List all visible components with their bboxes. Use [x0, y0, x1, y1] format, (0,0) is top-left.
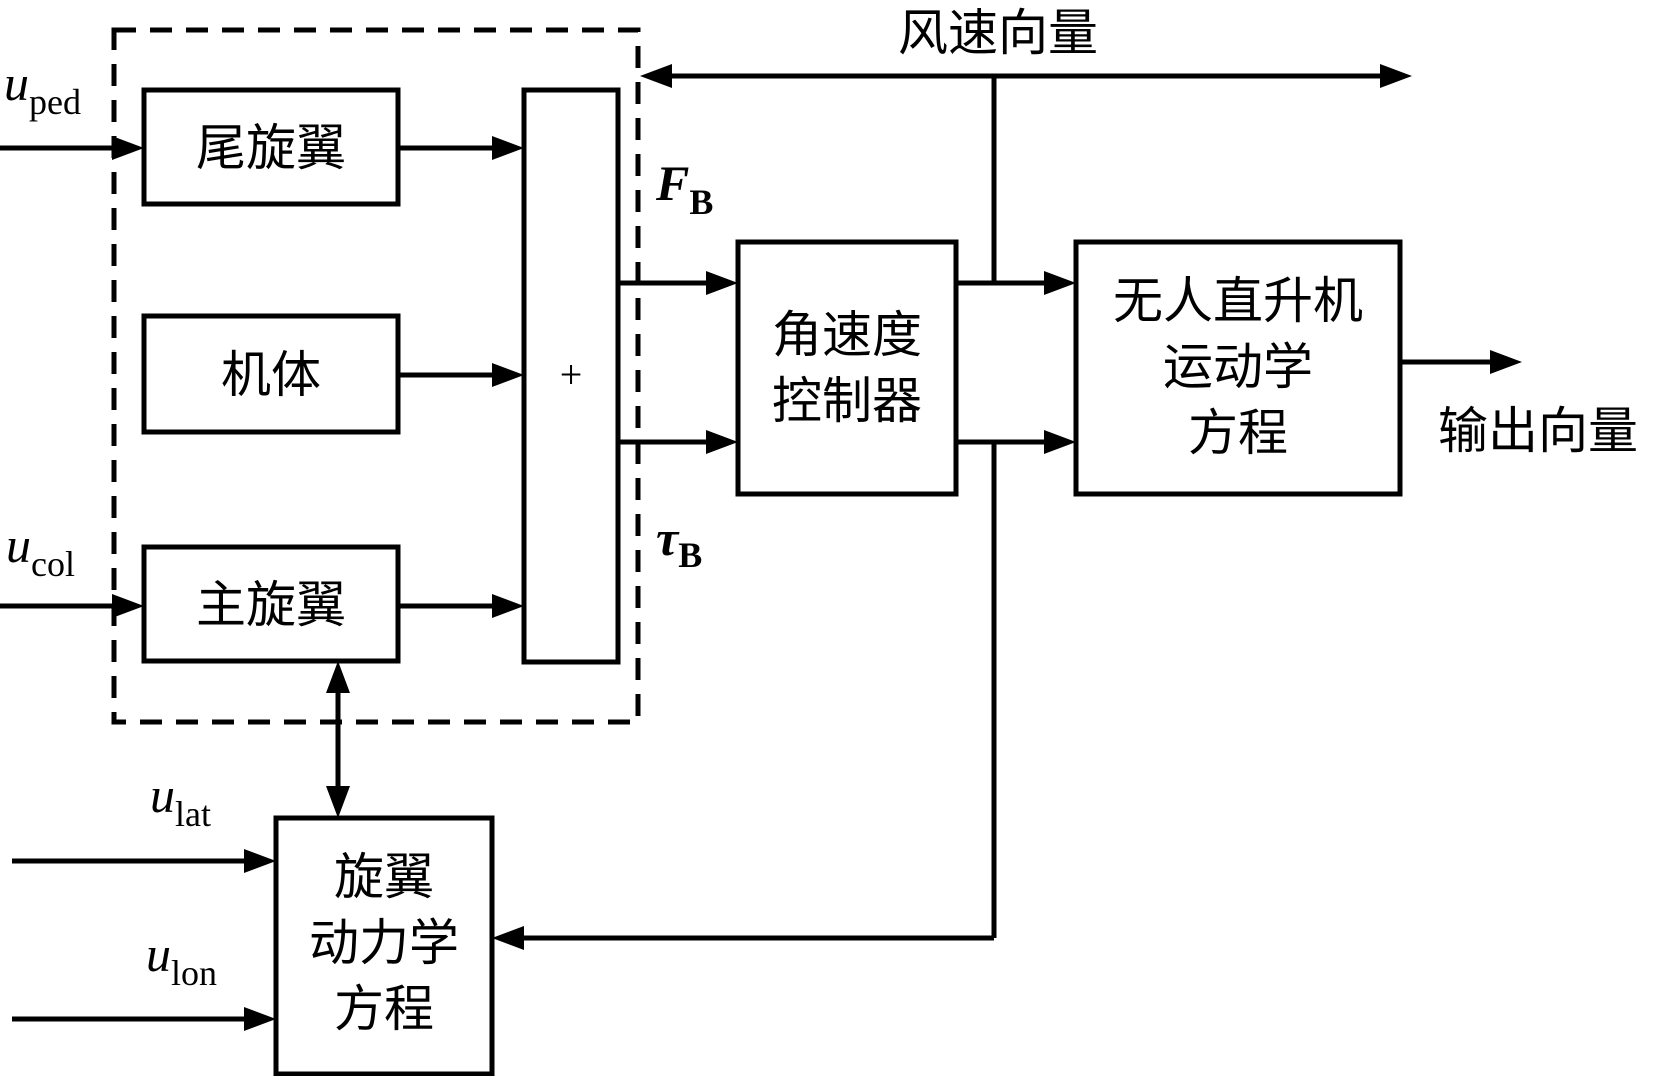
u-lat-label: ulat: [150, 767, 211, 834]
torque-subscript: B: [678, 535, 702, 575]
kinematics-block[interactable]: [1073, 239, 1403, 497]
rotor-coupling-down-arrow-icon: [326, 786, 350, 818]
main-rotor-label: 主旋翼: [196, 576, 346, 634]
controller-to-kinematics-bottom-arrow-icon: [1044, 430, 1076, 454]
u-lat-base: u: [150, 767, 175, 823]
force-subscript: B: [689, 182, 713, 222]
svg-text:FB: FB: [655, 155, 713, 222]
fuselage-to-summer-arrow-icon: [492, 363, 524, 387]
u-lon-subscript: lon: [171, 953, 217, 993]
u-col-label: ucol: [6, 517, 75, 584]
force-base: F: [655, 155, 689, 211]
svg-text:ulon: ulon: [146, 926, 217, 993]
rotor-dynamics-label-line3: 方程: [334, 980, 434, 1038]
force-label: FB: [655, 155, 713, 222]
u-col-base: u: [6, 517, 31, 573]
rate-controller-block[interactable]: [735, 239, 959, 497]
rotor-force-group-boundary: [111, 27, 641, 725]
tail-rotor-label: 尾旋翼: [196, 119, 346, 177]
u-lon-label: ulon: [146, 926, 217, 993]
wind-vector-right-arrow-icon: [1380, 64, 1412, 88]
u-lon-base: u: [146, 926, 171, 982]
kinematics-label-line1: 无人直升机: [1113, 272, 1363, 330]
fuselage-label: 机体: [221, 346, 321, 404]
u-ped-subscript: ped: [29, 82, 81, 122]
rotor-coupling-up-arrow-icon: [326, 661, 350, 693]
wind-vector-label: 风速向量: [898, 4, 1098, 62]
rate-controller-label-line2: 控制器: [772, 372, 922, 430]
force-arrow-icon: [706, 271, 738, 295]
u-col-subscript: col: [31, 544, 75, 584]
rotor-dynamics-block[interactable]: [273, 815, 495, 1076]
svg-text:τB: τB: [656, 510, 702, 575]
u-lat-subscript: lat: [175, 794, 211, 834]
tail-to-summer-arrow-icon: [492, 136, 524, 160]
output-vector-label: 输出向量: [1438, 402, 1638, 460]
u-ped-arrow-icon: [112, 136, 144, 160]
u-lon-arrow-icon: [244, 1007, 276, 1031]
torque-label: τB: [656, 510, 702, 575]
torque-arrow-icon: [706, 430, 738, 454]
summer-plus-sign: +: [560, 352, 583, 397]
rotor-dynamics-label-line2: 动力学: [309, 914, 459, 972]
u-ped-label: uped: [4, 55, 81, 122]
rotor-dynamics-label-line1: 旋翼: [334, 848, 434, 906]
kinematics-label-line3: 方程: [1188, 404, 1288, 462]
main-to-summer-arrow-icon: [492, 594, 524, 618]
u-ped-base: u: [4, 55, 29, 111]
controller-to-kinematics-top-arrow-icon: [1044, 271, 1076, 295]
summer-block[interactable]: [521, 87, 621, 665]
svg-text:ulat: ulat: [150, 767, 211, 834]
output-arrow-icon: [1490, 350, 1522, 374]
svg-text:uped: uped: [4, 55, 81, 122]
torque-base: τ: [656, 510, 680, 566]
feedback-arrow-icon: [492, 926, 524, 950]
rate-controller-label-line1: 角速度: [772, 306, 922, 364]
u-lat-arrow-icon: [244, 849, 276, 873]
wind-vector-left-arrow-icon: [640, 64, 672, 88]
kinematics-label-line2: 运动学: [1163, 338, 1313, 396]
svg-text:ucol: ucol: [6, 517, 75, 584]
u-col-arrow-icon: [112, 594, 144, 618]
